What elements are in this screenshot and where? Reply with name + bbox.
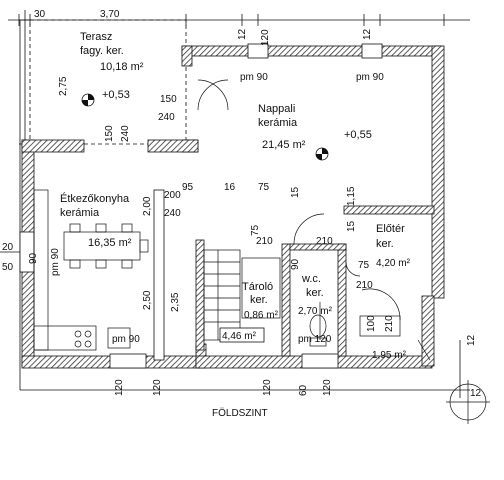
room-name-etkezo: Étkezőkonyha xyxy=(60,192,130,205)
bottom-dimension-line xyxy=(19,20,470,398)
dim-d16: 16 xyxy=(224,182,236,193)
room-area-entry: 1,95 m² xyxy=(372,350,407,361)
dim-left-275: 2,75 xyxy=(58,76,69,96)
north-arrow xyxy=(446,380,490,424)
dim-pm120-bot: pm 120 xyxy=(298,334,332,345)
dim-left-50: 50 xyxy=(2,262,14,273)
exterior-walls xyxy=(21,45,445,369)
dim-bottom-120c: 120 xyxy=(262,379,273,396)
dim-door-240: 240 xyxy=(120,125,131,142)
room-area-stair: 4,46 m² xyxy=(222,331,257,342)
wc-fixtures xyxy=(309,314,327,347)
dim-pm90-top1: pm 90 xyxy=(240,72,268,83)
window-frames xyxy=(19,43,383,369)
dim-top-12a: 12 xyxy=(237,28,248,40)
dim-d210a: 210 xyxy=(256,236,273,247)
dim-door-150: 150 xyxy=(104,125,115,142)
dim-bottom-12: 12 xyxy=(470,388,482,399)
room-area-etkezo: 16,35 m² xyxy=(88,237,132,249)
staircase xyxy=(203,249,241,341)
dim-v235: 2,35 xyxy=(170,292,181,312)
tarolo-box xyxy=(241,257,281,319)
room-name-wc: w.c. xyxy=(301,273,321,285)
room-level-nappali: +0,55 xyxy=(344,129,372,141)
dim-t240: 240 xyxy=(158,112,175,123)
dim-v250: 2,50 xyxy=(142,290,153,310)
plan-title: FÖLDSZINT xyxy=(212,407,268,419)
dim-d75a: 75 xyxy=(258,182,270,193)
top-dimension-line xyxy=(8,14,470,26)
room-floor-tarolo: ker. xyxy=(250,294,268,306)
room-name-nappali: Nappali xyxy=(258,103,295,115)
dim-v200: 2,00 xyxy=(142,196,153,216)
room-floor-nappali: kerámia xyxy=(258,117,298,129)
dim-d15b: 15 xyxy=(346,220,357,232)
room-name-eloter: Előtér xyxy=(376,223,405,235)
room-area-tarolo: 0,86 m² xyxy=(244,310,279,321)
dim-top-30: 30 xyxy=(34,9,46,20)
level-marker-terrace xyxy=(81,93,95,107)
dim-d75b: 75 xyxy=(250,224,261,236)
dim-r12: 12 xyxy=(466,334,477,346)
room-floor-wc: ker. xyxy=(306,287,324,299)
room-area-nappali: 21,45 m² xyxy=(262,139,306,151)
dim-pm90-bot: pm 90 xyxy=(112,334,140,345)
room-floor-eloter: ker. xyxy=(376,238,394,250)
dim-d15a: 15 xyxy=(290,186,301,198)
level-marker-nappali xyxy=(315,147,329,161)
room-name-terasz: Terasz xyxy=(80,31,112,43)
dim-pm90-top2: pm 90 xyxy=(356,72,384,83)
dim-d200: 200 xyxy=(164,190,181,201)
dim-d210c: 210 xyxy=(356,280,373,291)
dim-d90a: 90 xyxy=(290,258,301,270)
room-area-eloter: 4,20 m² xyxy=(376,258,411,269)
dim-left-20: 20 xyxy=(2,242,14,253)
dim-v100: 100 xyxy=(366,315,377,332)
door-swings xyxy=(197,79,401,340)
dim-pm90-l: pm 90 xyxy=(50,248,61,276)
dim-d115: 1,15 xyxy=(346,186,357,206)
room-name-tarolo: Tároló xyxy=(242,281,273,293)
dim-v90: 90 xyxy=(28,252,39,264)
dim-d210d: 210 xyxy=(384,315,395,332)
room-level-terasz: +0,53 xyxy=(102,89,130,101)
entry-markers xyxy=(359,315,431,361)
dim-top-12b: 12 xyxy=(362,28,373,40)
dim-top-370: 3,70 xyxy=(100,9,120,20)
dim-bottom-60: 60 xyxy=(298,384,309,396)
room-area-wc: 2,70 m² xyxy=(298,306,333,317)
dim-top-120: 120 xyxy=(260,29,271,46)
dim-d95: 95 xyxy=(182,182,194,193)
room-floor-etkezo: kerámia xyxy=(60,207,100,219)
dim-t150: 150 xyxy=(160,94,177,105)
room-floor-terasz: fagy. ker. xyxy=(80,45,124,57)
terrace-outline xyxy=(29,19,187,145)
dim-d75c: 75 xyxy=(358,260,370,271)
dim-bottom-120b: 120 xyxy=(152,379,163,396)
kitchen-fixtures xyxy=(33,189,149,351)
room-area-terasz: 10,18 m² xyxy=(100,61,144,73)
dim-d240b: 240 xyxy=(164,208,181,219)
dim-bottom-120a: 120 xyxy=(114,379,125,396)
dim-bottom-120d: 120 xyxy=(322,379,333,396)
dim-d210b: 210 xyxy=(316,236,333,247)
